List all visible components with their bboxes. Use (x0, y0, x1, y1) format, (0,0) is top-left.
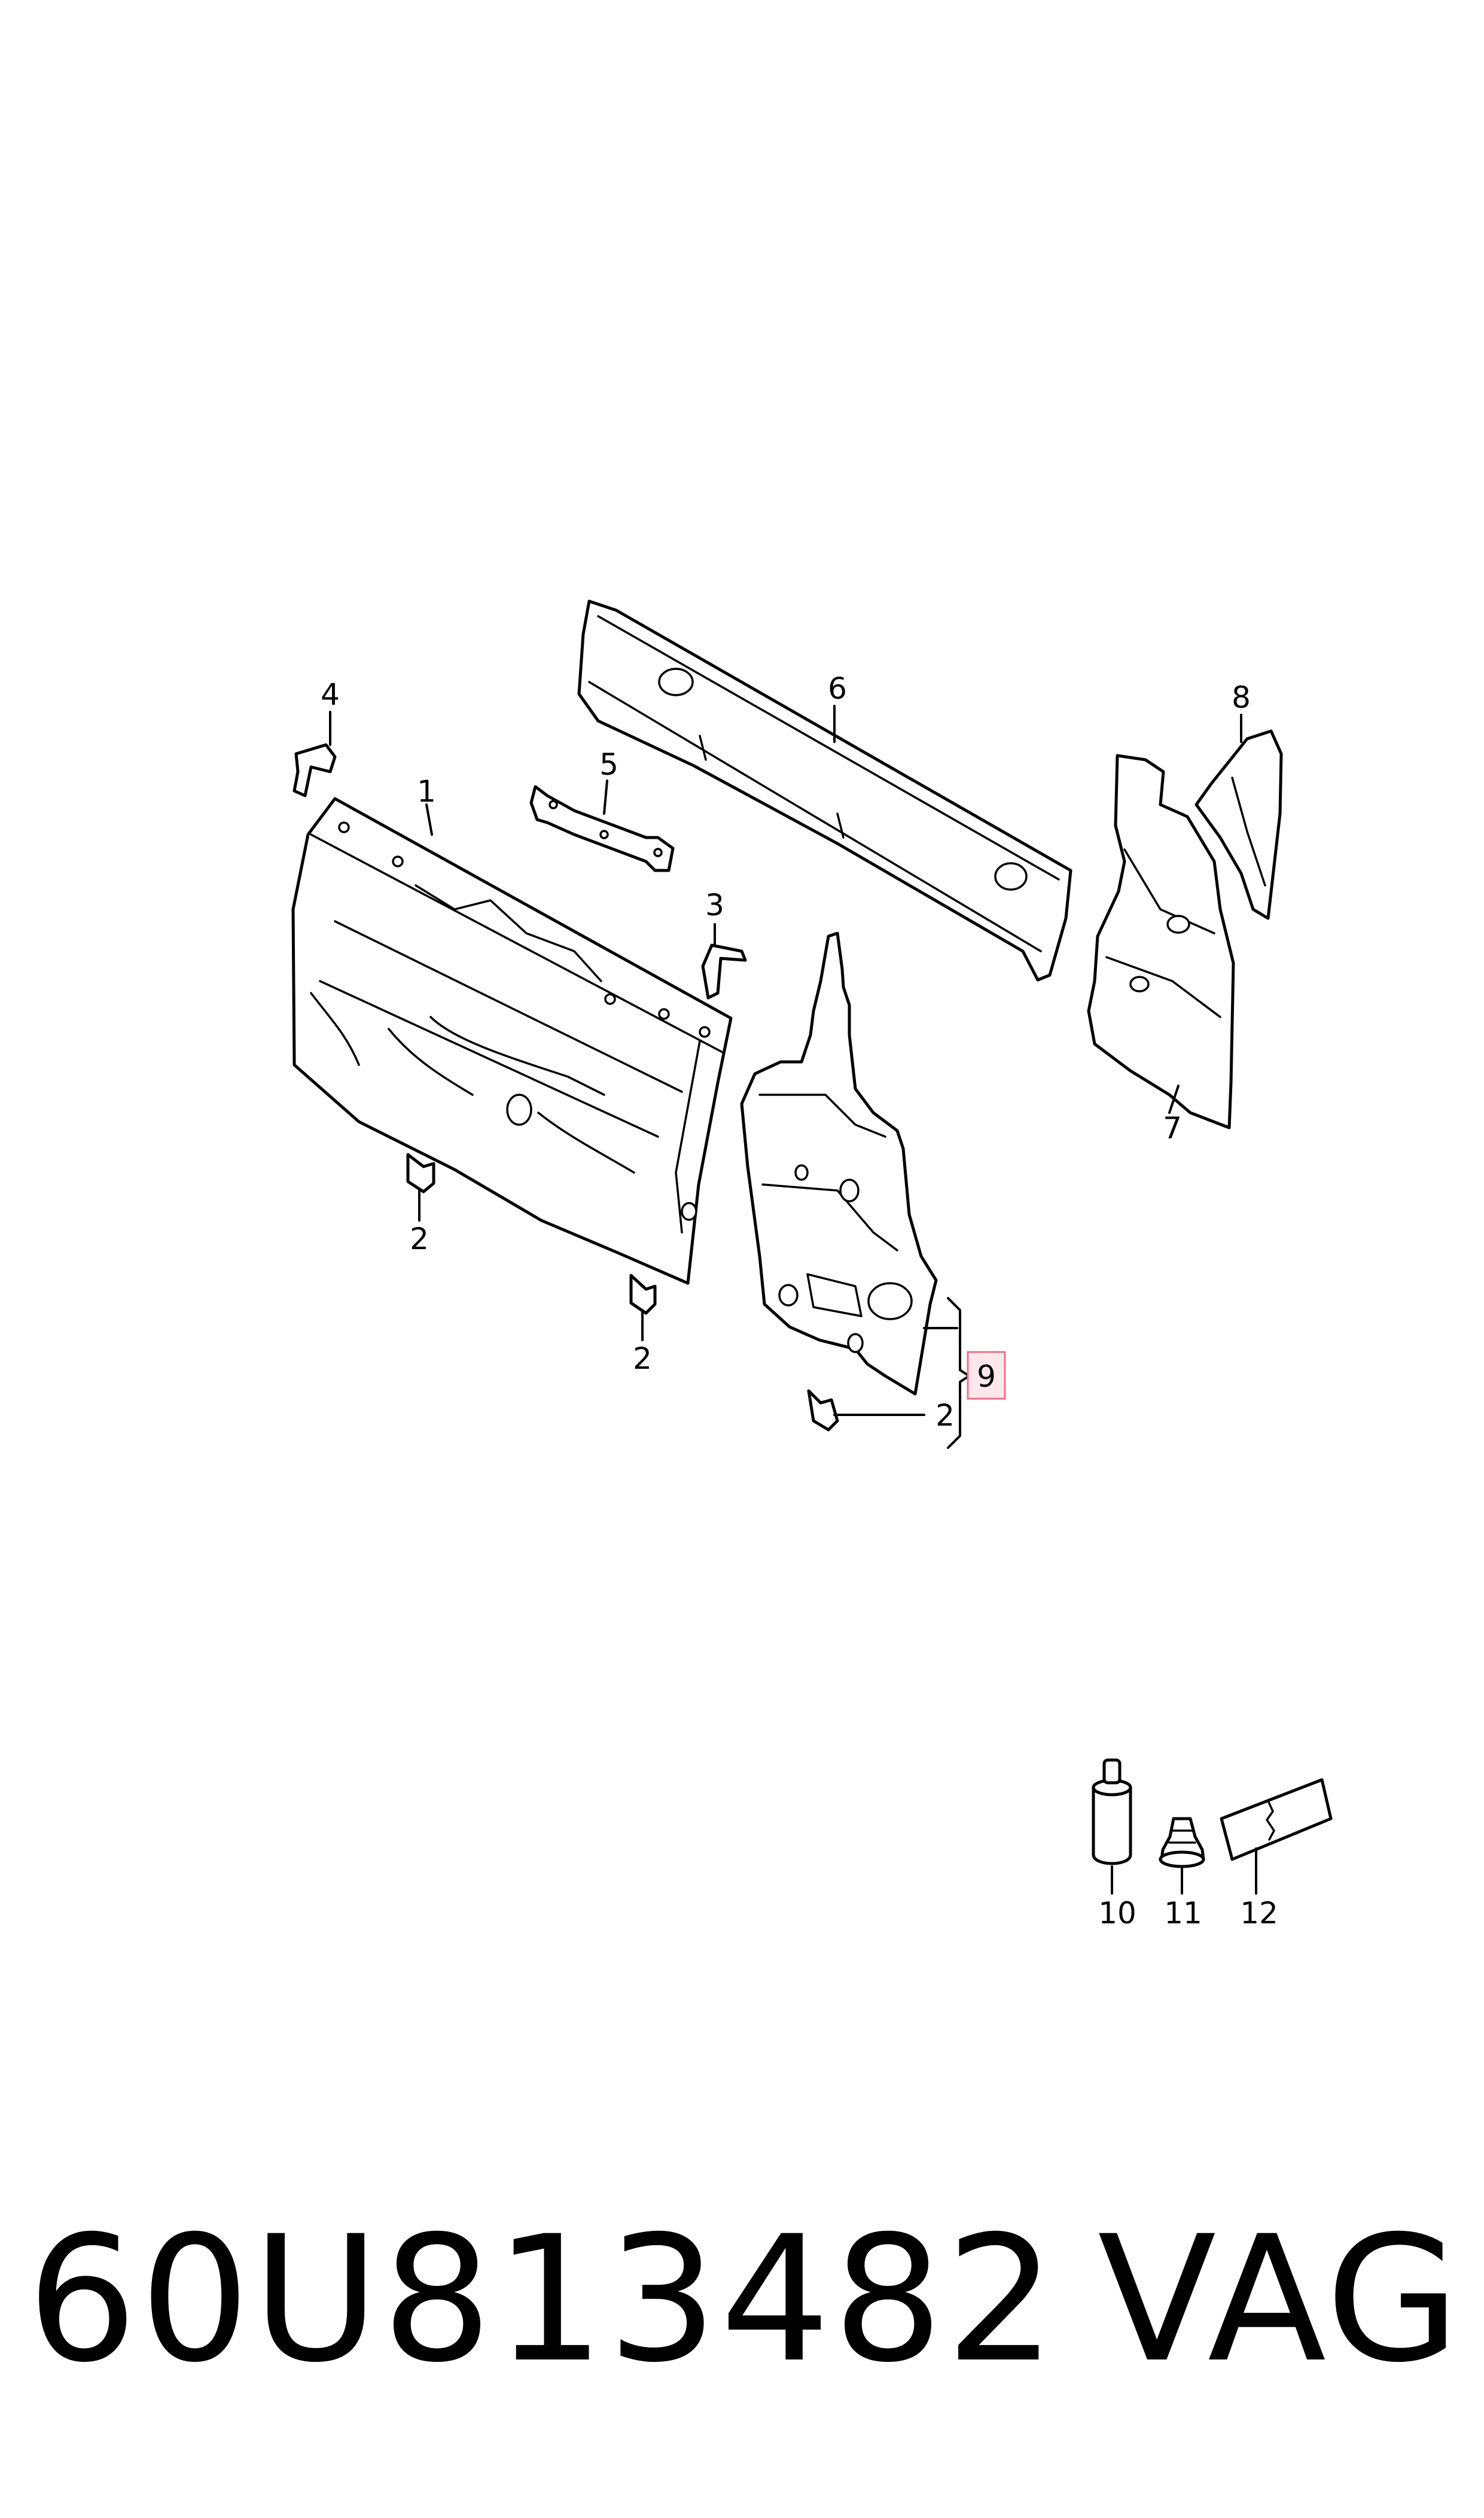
callout-2-left: 2 (410, 1222, 429, 1256)
hardware-11-plug (1159, 1817, 1205, 1868)
part-number-label: 60U813482 (27, 2199, 1059, 2401)
callout-8: 8 (1232, 680, 1251, 715)
callout-1: 1 (417, 774, 436, 809)
hardware-10-sealant-cartridge (1092, 1758, 1132, 1865)
callout-6: 6 (828, 671, 847, 706)
callout-5: 5 (599, 747, 618, 782)
callout-7: 7 (1163, 1111, 1182, 1146)
callout-12: 12 (1240, 1896, 1278, 1931)
part-7-side-panel (1087, 754, 1235, 1129)
callout-4: 4 (321, 677, 340, 712)
part-4-bracket (292, 743, 337, 797)
part-5-plate (529, 785, 675, 872)
part-2-clip-b (629, 1274, 657, 1315)
callout-11: 11 (1164, 1896, 1202, 1931)
callout-labels: 1 2 2 2 3 4 5 6 7 8 9 10 11 12 (321, 671, 1278, 1931)
part-9-wheelhouse-panel (740, 931, 938, 1396)
part-2-clip-c (807, 1389, 839, 1432)
callout-3: 3 (705, 888, 724, 922)
callout-9: 9 (977, 1359, 996, 1394)
part-8-gusset (1194, 729, 1283, 920)
hardware-12-sealing-strip (1220, 1778, 1333, 1861)
part-3-bracket (701, 943, 747, 1000)
part-2-clip-a (406, 1153, 435, 1193)
callout-2-right: 2 (936, 1398, 955, 1433)
part-1-rear-panel (291, 797, 733, 1285)
brand-label: VAG (1098, 2199, 1462, 2401)
callout-10: 10 (1098, 1896, 1136, 1931)
callout-2-middle: 2 (633, 1341, 652, 1376)
callout-9-highlight-box (967, 1351, 1006, 1400)
part-6-crossmember (577, 599, 1072, 982)
